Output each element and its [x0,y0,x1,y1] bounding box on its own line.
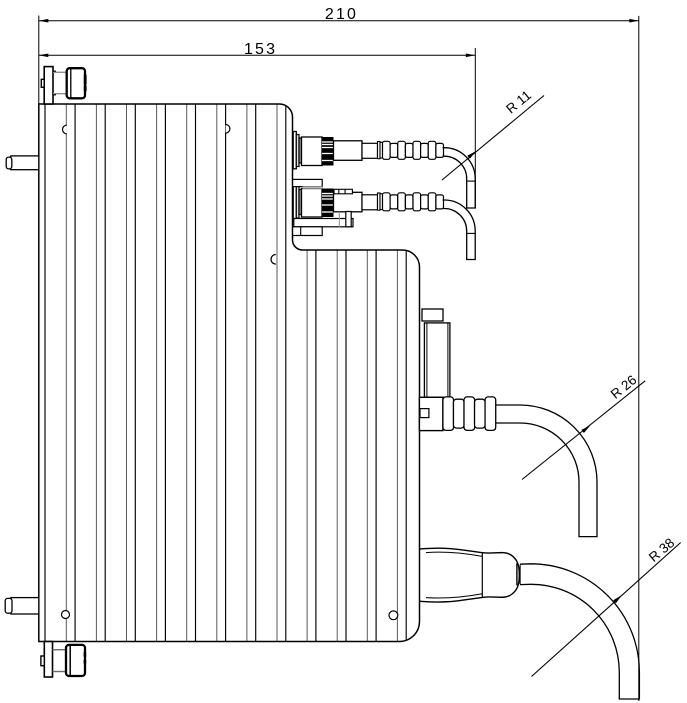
svg-text:R 38: R 38 [646,535,677,565]
svg-text:210: 210 [325,6,358,23]
svg-text:153: 153 [244,41,277,58]
svg-text:R 11: R 11 [503,87,534,116]
